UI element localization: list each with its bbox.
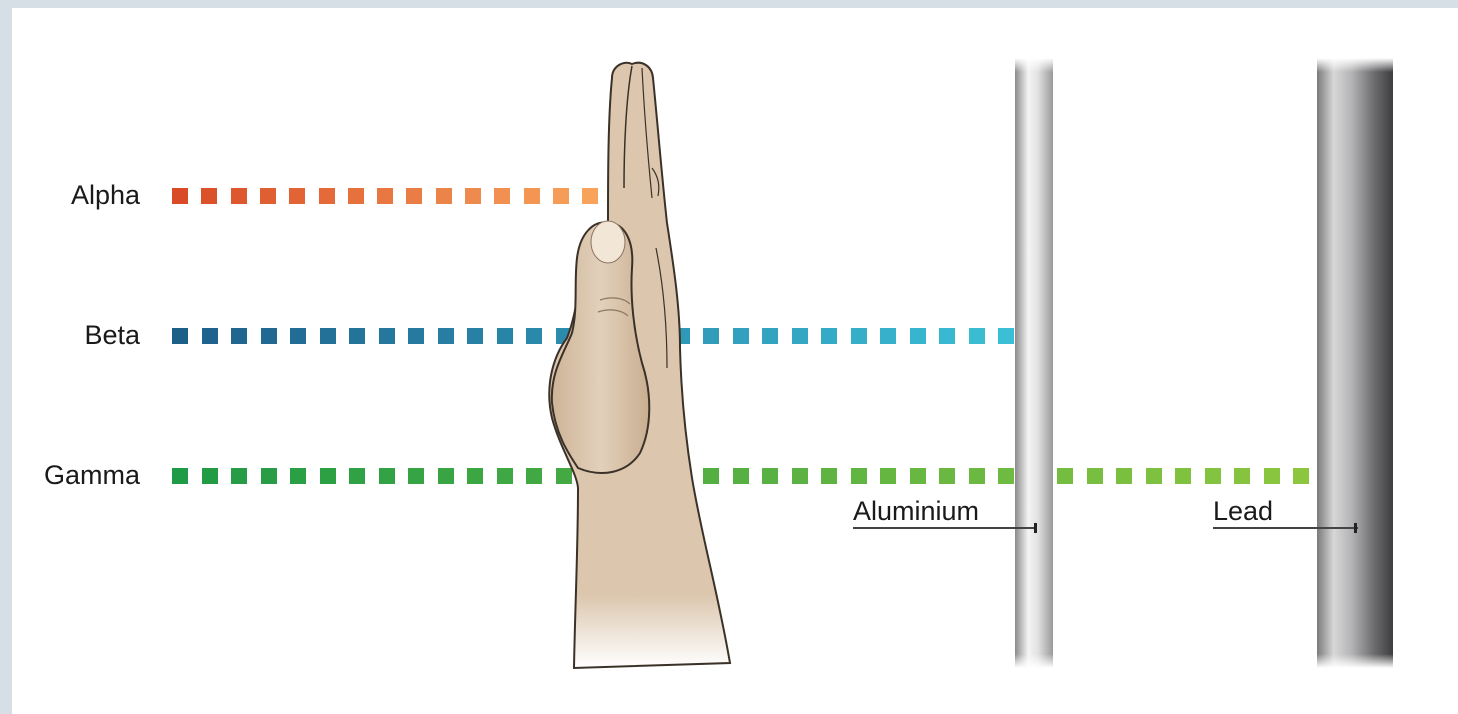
diagram-canvas: Alpha Beta Gamma Aluminium Lead — [12, 8, 1458, 714]
hand-icon — [12, 8, 1458, 714]
